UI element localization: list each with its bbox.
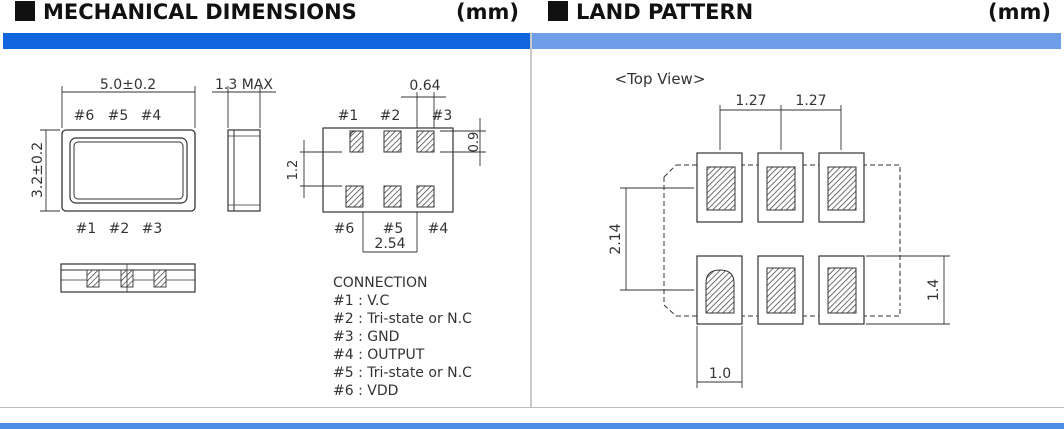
connection-title: CONNECTION: [333, 275, 428, 291]
bv-top-label-3: #3: [432, 108, 453, 124]
side-view-package: [227, 129, 261, 212]
left-header-bar: [3, 33, 530, 49]
thickness-dimension: [212, 86, 276, 128]
land-pads: [696, 152, 865, 325]
pin-label-bottom-2: #2: [109, 221, 130, 237]
mechanical-title: MECHANICAL DIMENSIONS: [43, 0, 357, 24]
pin-label-top-2: #5: [108, 108, 129, 124]
height-dimension: [40, 129, 60, 212]
pad-w-label: 1.0: [709, 366, 731, 382]
pad-height-label: 0.9: [467, 132, 482, 153]
bv-bottom-label-2: #5: [383, 221, 404, 237]
connection-item: #5 : Tri-state or N.C: [333, 365, 472, 381]
top-view-package: [61, 129, 196, 212]
pin-label-top-3: #4: [141, 108, 162, 124]
land-unit: (mm): [988, 0, 1051, 24]
bv-bottom-label-1: #6: [334, 221, 355, 237]
pin-label-bottom-3: #3: [142, 221, 163, 237]
panel-divider: [530, 33, 532, 407]
right-header-bar: [532, 33, 1061, 49]
pad-gap-label: 1.2: [286, 160, 301, 181]
mechanical-dimensions-header: MECHANICAL DIMENSIONS: [15, 0, 357, 32]
mechanical-unit: (mm): [456, 0, 519, 24]
land-outline: [663, 164, 901, 317]
bv-top-label-2: #2: [380, 108, 401, 124]
pitch-label-2: 1.27: [795, 93, 826, 109]
land-dimensions: [620, 105, 950, 388]
height-dim-label: 3.2±0.2: [30, 142, 46, 198]
land-pattern-header: LAND PATTERN: [548, 0, 753, 32]
pad-pitch-label: 0.64: [409, 78, 440, 94]
connection-list: CONNECTION #1 : V.C #2 : Tri-state or N.…: [333, 274, 472, 400]
connection-item: #2 : Tri-state or N.C: [333, 311, 472, 327]
row-span-label: 2.14: [608, 223, 624, 254]
bv-bottom-label-3: #4: [428, 221, 449, 237]
bottom-view-package: [322, 127, 454, 213]
pad-h-label: 1.4: [926, 279, 942, 301]
pad-span-label: 2.54: [374, 236, 405, 252]
width-dimension: [61, 86, 196, 128]
connection-item: #4 : OUTPUT: [333, 347, 425, 363]
connection-item: #6 : VDD: [333, 383, 399, 399]
bottom-rule: [0, 407, 1064, 408]
bottom-bar: [0, 423, 1064, 429]
bottom-view-dimensions: [300, 92, 486, 253]
connection-item: #1 : V.C: [333, 293, 390, 309]
pitch-label-1: 1.27: [735, 93, 766, 109]
pin-label-bottom-1: #1: [76, 221, 97, 237]
thickness-dim-label: 1.3 MAX: [215, 77, 273, 93]
width-dim-label: 5.0±0.2: [100, 77, 156, 93]
bv-top-label-1: #1: [338, 108, 359, 124]
end-view-package: [60, 263, 196, 293]
connection-item: #3 : GND: [333, 329, 400, 345]
square-bullet-icon: [548, 1, 568, 21]
top-view-label: <Top View>: [615, 70, 706, 88]
land-pattern-title: LAND PATTERN: [576, 0, 754, 24]
square-bullet-icon: [15, 1, 35, 21]
pin-label-top-1: #6: [74, 108, 95, 124]
